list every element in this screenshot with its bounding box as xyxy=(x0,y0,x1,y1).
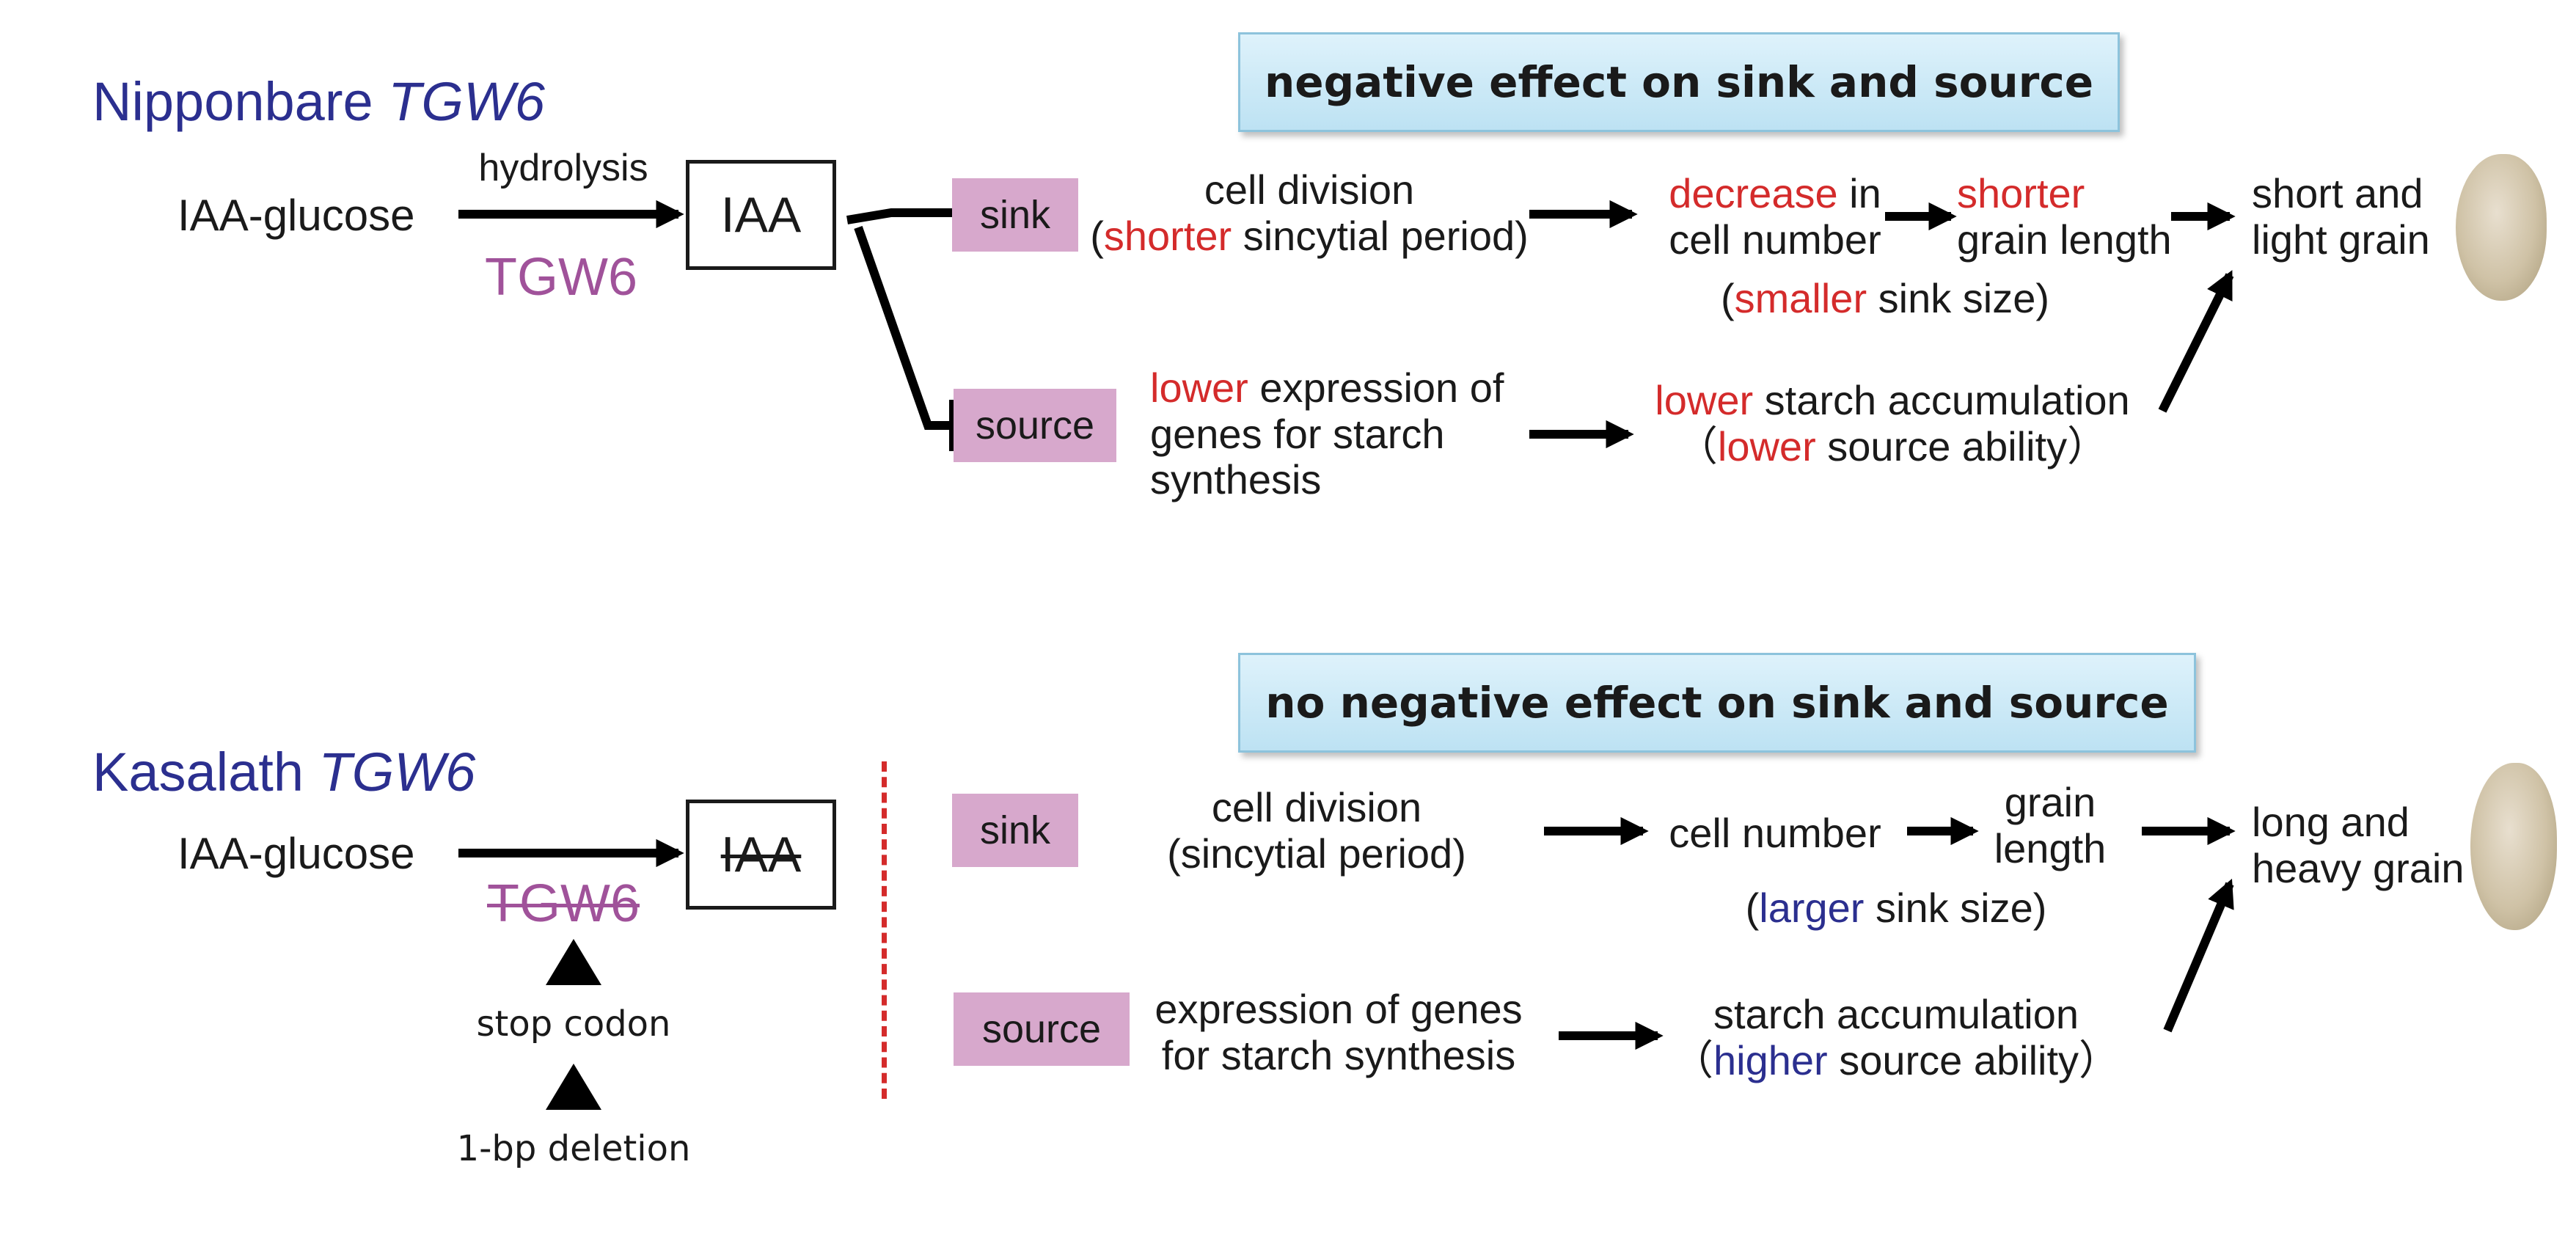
cultivar-name: Kasalath xyxy=(92,742,304,802)
rice-grain-long xyxy=(2470,763,2557,930)
mutation-deletion: 1-bp deletion xyxy=(456,1128,691,1169)
paren: （ xyxy=(1676,423,1718,469)
step-line: grain length xyxy=(1957,216,2172,263)
outcome-line: heavy grain xyxy=(2252,844,2465,891)
outcome-line: long and xyxy=(2252,799,2409,845)
product-box-iaa: IAA xyxy=(686,160,836,270)
source-step-expression: lower expression of genes for starch syn… xyxy=(1150,365,1504,503)
note-text: sink size) xyxy=(1867,275,2050,321)
product-box-iaa-absent: IAA xyxy=(686,800,836,910)
step-line: length xyxy=(1994,824,2107,871)
step-line: cell division xyxy=(1211,784,1422,830)
inhibition-line xyxy=(854,226,954,430)
highlight-word: shorter xyxy=(1957,170,2085,216)
cultivar-name: Nipponbare xyxy=(92,71,373,132)
source-step-starch: starch accumulation （higher source abili… xyxy=(1672,991,2121,1084)
highlight-word: shorter xyxy=(1103,212,1232,259)
step-line: starch accumulation xyxy=(1713,991,2079,1037)
inhibition-line xyxy=(846,208,957,224)
gene-name: TGW6 xyxy=(318,742,476,802)
step-line: （lower source ability） xyxy=(1655,423,2129,470)
step-line: cell number xyxy=(1669,216,1881,263)
paren: ( xyxy=(1720,275,1735,321)
note-text: sink size) xyxy=(1864,885,2047,931)
outcome-long-heavy: long and heavy grain xyxy=(2252,799,2465,891)
enzyme-label-inactive: TGW6 xyxy=(487,874,640,933)
outcome-short-light: short and light grain xyxy=(2252,170,2430,263)
highlight-word: larger xyxy=(1759,885,1865,931)
sink-step-grain-length: shorter grain length xyxy=(1957,170,2172,263)
outcome-line: light grain xyxy=(2252,216,2430,263)
banner-no-negative-effect: no negative effect on sink and source xyxy=(1238,653,2196,753)
sink-label: sink xyxy=(952,178,1078,252)
step-line: genes for starch xyxy=(1150,410,1445,457)
source-arrow-2 xyxy=(2163,878,2234,1033)
step-line: decrease in xyxy=(1669,170,1881,217)
source-step-starch: lower starch accumulation （lower source … xyxy=(1655,377,2130,470)
highlight-word: lower xyxy=(1717,423,1816,469)
sink-step-cell-division: cell division (shorter sincytial period) xyxy=(1090,167,1529,259)
divider-line xyxy=(882,761,887,1099)
paren: （ xyxy=(1672,1036,1713,1083)
highlight-word: lower xyxy=(1655,377,1754,423)
sink-label: sink xyxy=(952,794,1078,867)
sink-note: (smaller sink size) xyxy=(1720,275,2050,322)
panel-title-kasalath: Kasalath TGW6 xyxy=(92,742,475,803)
paren: ( xyxy=(1090,212,1104,259)
sink-note: (larger sink size) xyxy=(1746,885,2047,932)
step-text: source ability） xyxy=(1815,423,2109,469)
step-line: grain xyxy=(2004,779,2096,825)
source-label: source xyxy=(954,992,1130,1066)
step-line: synthesis xyxy=(1150,456,1322,503)
sink-step-grain-length: grain length xyxy=(1994,779,2107,871)
step-line: cell division xyxy=(1204,167,1415,213)
outcome-line: short and xyxy=(2252,170,2423,216)
mutation-triangle xyxy=(546,939,601,985)
highlight-word: lower xyxy=(1150,365,1248,411)
step-text: expression of xyxy=(1248,365,1504,411)
step-text: in xyxy=(1837,170,1881,216)
sink-step-cell-number: decrease in cell number xyxy=(1669,170,1881,263)
paren: ( xyxy=(1745,885,1760,931)
step-line: （higher source ability） xyxy=(1672,1036,2121,1084)
source-label: source xyxy=(954,389,1116,462)
banner-negative-effect: negative effect on sink and source xyxy=(1238,32,2120,132)
highlight-word: higher xyxy=(1713,1036,1828,1083)
step-line: lower starch accumulation xyxy=(1655,377,2130,424)
mutation-stop-codon: stop codon xyxy=(476,1003,671,1045)
enzyme-label: TGW6 xyxy=(485,248,637,307)
highlight-word: smaller xyxy=(1734,275,1867,321)
step-line: lower expression of xyxy=(1150,365,1504,412)
substrate-label: IAA-glucose xyxy=(178,829,415,878)
sink-step-cell-number: cell number xyxy=(1669,810,1881,856)
substrate-label: IAA-glucose xyxy=(178,191,415,240)
rice-grain-short xyxy=(2456,154,2547,301)
source-step-expression: expression of genes for starch synthesis xyxy=(1155,986,1523,1078)
step-line: expression of genes xyxy=(1155,986,1523,1032)
step-text: sincytial period) xyxy=(1232,212,1529,259)
sink-step-cell-division: cell division (sincytial period) xyxy=(1167,784,1466,877)
step-text: source ability） xyxy=(1827,1036,2121,1083)
mutation-triangle xyxy=(546,1064,601,1110)
step-line: (shorter sincytial period) xyxy=(1090,213,1529,260)
product-text: IAA xyxy=(720,827,802,882)
gene-name: TGW6 xyxy=(388,71,545,132)
panel-title-nipponbare: Nipponbare TGW6 xyxy=(92,71,545,133)
step-text: starch accumulation xyxy=(1753,377,2130,423)
step-line: (sincytial period) xyxy=(1167,830,1466,877)
step-line: for starch synthesis xyxy=(1161,1031,1516,1078)
highlight-word: decrease xyxy=(1669,170,1838,216)
source-arrow-2 xyxy=(2158,270,2234,413)
reaction-label: hydrolysis xyxy=(478,147,648,189)
